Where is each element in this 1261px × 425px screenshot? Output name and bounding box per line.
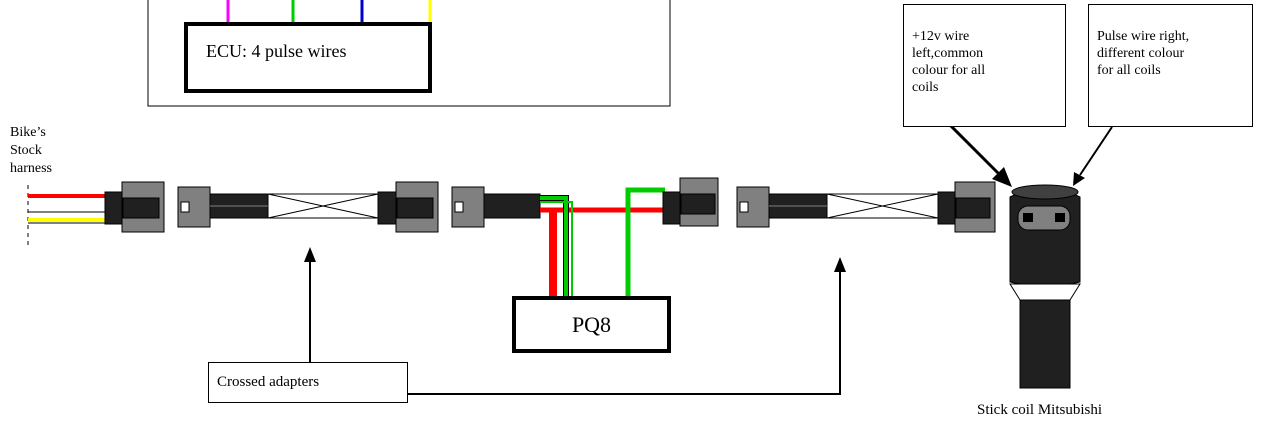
stick-coil — [1009, 184, 1081, 389]
note-pulse-text: Pulse wire right, different colour for a… — [1097, 29, 1190, 78]
adapter-2-socket — [937, 181, 996, 233]
ecu-label: ECU: 4 pulse wires — [206, 41, 347, 61]
coil-label: Stick coil Mitsubishi — [977, 402, 1103, 418]
ecu-frame — [147, 0, 671, 107]
adapter-1-cross — [267, 193, 379, 219]
ecu-box: ECU: 4 pulse wires — [184, 22, 432, 93]
adapter-1-plug — [177, 186, 269, 228]
pq8-wiring — [540, 187, 665, 298]
arrow-adapter-2 — [408, 257, 846, 395]
crossed-adapters-box: Crossed adapters — [208, 362, 408, 403]
adapter-2-plug — [736, 186, 828, 228]
pq8-box: PQ8 — [512, 296, 671, 353]
arrow-adapter-1 — [304, 247, 316, 362]
crossed-adapters-label: Crossed adapters — [217, 374, 320, 390]
pq8-label: PQ8 — [571, 312, 612, 337]
note-pulse-box: Pulse wire right, different colour for a… — [1088, 4, 1253, 127]
bike-harness-label: Bike’s Stock harness — [10, 125, 52, 176]
pq8-socket-right — [662, 177, 719, 227]
note-12v-box: +12v wire left,common colour for all coi… — [903, 4, 1066, 127]
note-12v-text: +12v wire left,common colour for all coi… — [912, 29, 986, 95]
arrow-12v — [946, 121, 1012, 187]
connector-1 — [104, 181, 165, 233]
pq8-plug-left — [451, 186, 541, 228]
arrow-pulse — [1073, 126, 1113, 186]
adapter-1-socket — [377, 181, 439, 233]
adapter-2-cross — [826, 193, 939, 219]
